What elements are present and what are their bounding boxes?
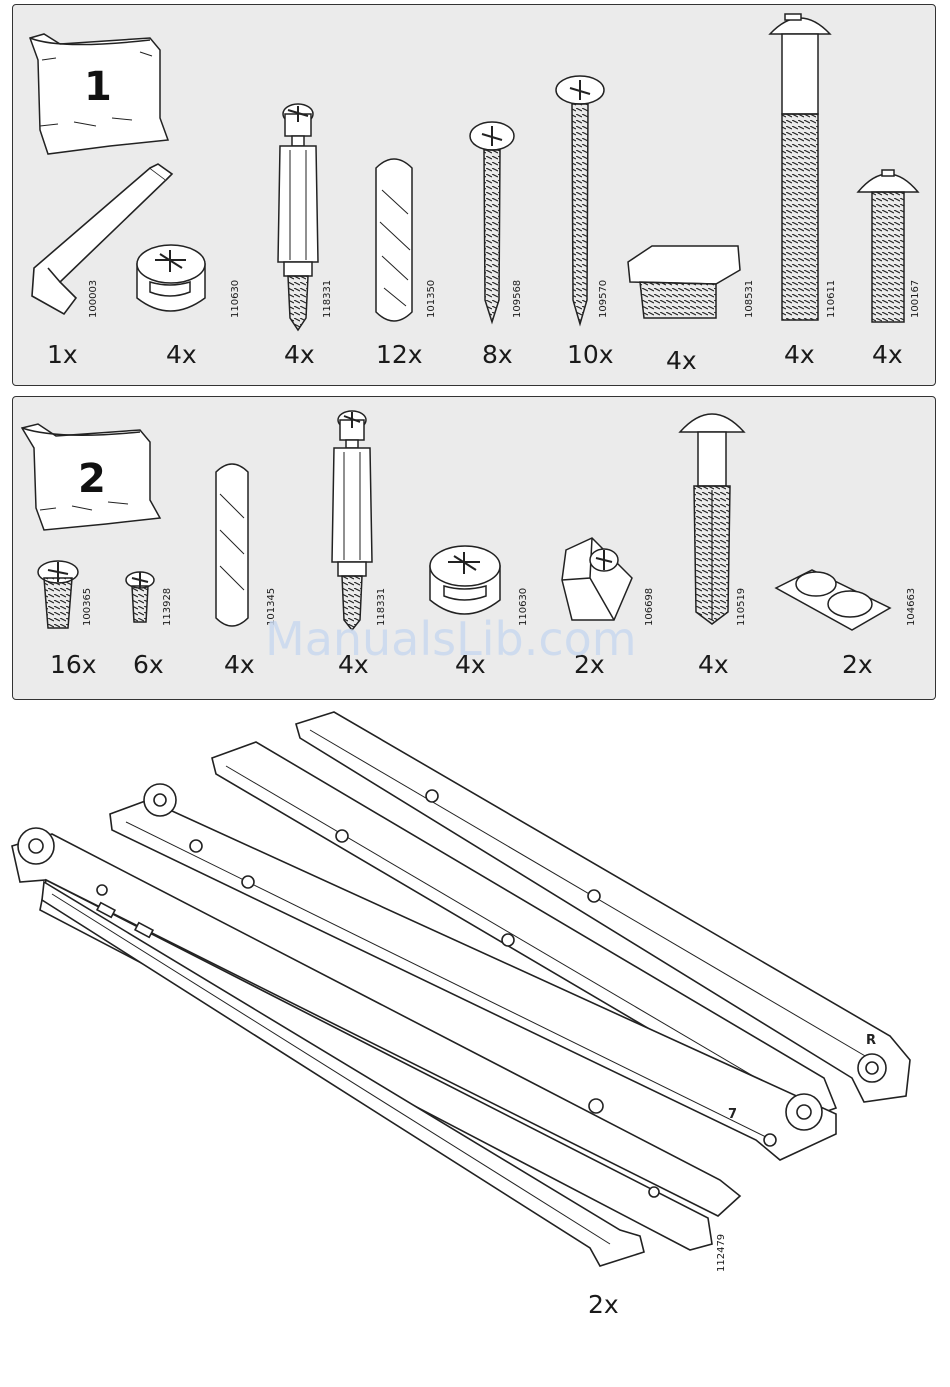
long-screw-icon [556,76,604,324]
runner-marking-right: R [866,1033,876,1048]
screw-icon [470,122,514,322]
qty-101345: 4x [224,650,255,679]
wood-dowel-icon [376,159,412,321]
code-100365: 100365 [82,588,93,626]
qty-110630: 4x [166,340,197,369]
qty-104663: 2x [842,650,873,679]
qty-110519: 4x [698,650,729,679]
code-100003: 100003 [88,280,99,318]
code-104663: 104663 [906,588,917,626]
cam-bolt-icon [332,411,372,630]
wall-plug-bolt-icon [680,414,744,624]
code-112479: 112479 [716,1234,727,1272]
qty-101350: 12x [376,340,423,369]
code-109570: 109570 [598,280,609,318]
drawer-runners-icon: 7 R [12,712,910,1266]
code-108531: 108531 [744,280,755,318]
qty-113928: 6x [133,650,164,679]
qty-108531: 4x [666,346,697,375]
code-118331: 118331 [322,280,333,318]
qty-100003: 1x [47,340,78,369]
code-113928: 113928 [162,588,173,626]
short-bolt-icon [858,170,918,322]
bag-2-number: 2 [78,456,106,502]
long-bolt-icon [770,14,830,320]
code-100167: 100167 [910,280,921,318]
qty-118331: 4x [284,340,315,369]
cam-bolt-icon [278,104,318,330]
code-101350: 101350 [426,280,437,318]
qty-112479: 2x [588,1290,619,1319]
cam-lock-icon [137,245,205,311]
end-cap-icon [628,246,740,318]
code-110630: 110630 [230,280,241,318]
euro-screw-icon [38,561,78,628]
code-106698: 106698 [644,588,655,626]
corner-bracket-icon [562,538,632,620]
qty-109570: 10x [567,340,614,369]
code-110519: 110519 [736,588,747,626]
qty-100167: 4x [872,340,903,369]
code-109568: 109568 [512,280,523,318]
qty-109568: 8x [482,340,513,369]
runner-marking-left: 7 [728,1107,737,1122]
felt-pads-icon [776,570,890,630]
bag-1-number: 1 [84,64,112,110]
small-screw-icon [126,572,154,622]
qty-110611: 4x [784,340,815,369]
wood-dowel-icon [216,464,248,626]
cam-lock-icon [430,546,500,614]
qty-100365: 16x [50,650,97,679]
code-110611: 110611 [826,280,837,318]
watermark: ManualsLib.com [265,612,637,666]
